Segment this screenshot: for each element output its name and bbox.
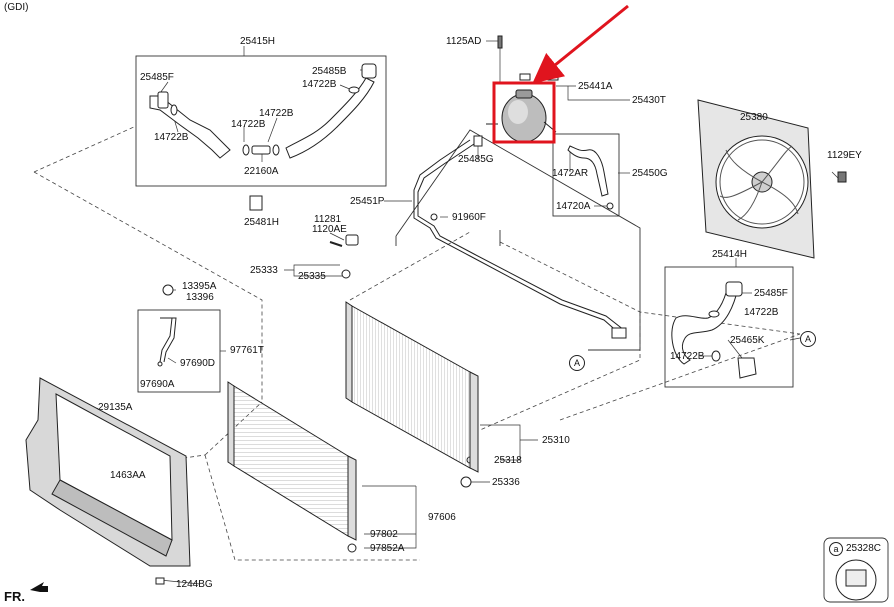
part-label-25415H: 25415H	[240, 36, 276, 47]
part-label-25451P: 25451P	[350, 196, 385, 207]
box-25450G	[552, 133, 620, 217]
front-direction-label: FR.	[4, 589, 25, 604]
part-label-11281: 11281	[314, 214, 342, 225]
part-label-25335: 25335	[298, 271, 326, 282]
part-label-13396: 13396	[186, 292, 214, 303]
ref-marker-a-center: A	[569, 355, 585, 371]
box-25414H	[664, 266, 794, 388]
part-label-97690A: 97690A	[140, 379, 175, 390]
label-icon-25328C	[835, 559, 877, 601]
part-label-25441A: 25441A	[578, 81, 613, 92]
box-25451P	[395, 129, 641, 351]
part-label-14722B: 14722B	[259, 108, 294, 119]
front-arrow-icon	[30, 582, 48, 592]
part-label-13395A: 13395A	[182, 281, 217, 292]
part-label-97761T: 97761T	[230, 345, 264, 356]
part-label-14720A: 14720A	[556, 201, 591, 212]
ref-marker-a-right: A	[800, 331, 816, 347]
part-label-29135A: 29135A	[98, 402, 133, 413]
fan-shroud-25380	[697, 99, 815, 259]
part-label-25481H: 25481H	[244, 217, 280, 228]
part-label-25485F: 25485F	[754, 288, 788, 299]
hose-25450G	[567, 145, 614, 210]
hose-group-25414H	[671, 281, 757, 379]
part-label-97606: 97606	[428, 512, 456, 523]
part-label-97690D: 97690D	[180, 358, 216, 369]
hose-25451P	[413, 139, 627, 339]
condenser-97606	[227, 381, 357, 541]
part-label-1120AE: 1120AE	[312, 224, 347, 235]
part-label-25465K: 25465K	[730, 335, 765, 346]
box-25328C	[823, 537, 889, 603]
hose-group-25415H	[149, 63, 377, 211]
part-label-25450G: 25450G	[632, 168, 668, 179]
part-label-1125AD: 1125AD	[446, 36, 482, 47]
part-label-25336: 25336	[492, 477, 520, 488]
part-label-25333: 25333	[250, 265, 278, 276]
detail-ref-symbol: a	[829, 542, 843, 556]
part-label-91960F: 91960F	[452, 212, 486, 223]
part-label-25485F: 25485F	[140, 72, 174, 83]
part-label-14722B: 14722B	[744, 307, 779, 318]
part-label-25485B: 25485B	[312, 66, 347, 77]
detail-ref-part: 25328C	[846, 543, 882, 554]
part-label-97802: 97802	[370, 529, 398, 540]
part-label-25430T: 25430T	[632, 95, 666, 106]
part-label-1129EY: 1129EY	[827, 150, 862, 161]
part-label-14722B: 14722B	[231, 119, 266, 130]
part-label-1463AA: 1463AA	[110, 470, 146, 481]
part-label-1244BG: 1244BG	[176, 579, 213, 590]
part-label-97852A: 97852A	[370, 543, 405, 554]
carrier-29135A	[25, 377, 191, 567]
part-label-25318: 25318	[494, 455, 522, 466]
part-label-25414H: 25414H	[712, 249, 748, 260]
part-label-25485G: 25485G	[458, 154, 494, 165]
part-label-14722B: 14722B	[670, 351, 705, 362]
box-25415H	[135, 55, 387, 187]
part-label-14722B: 14722B	[154, 132, 189, 143]
part-label-14722B: 14722B	[302, 79, 337, 90]
highlight-callout	[492, 4, 629, 144]
part-label-25380: 25380	[740, 112, 768, 123]
radiator-25310	[345, 301, 479, 473]
bracket-97761T	[157, 317, 177, 367]
part-label-22160A: 22160A	[244, 166, 279, 177]
part-label-1472AR: 1472AR	[552, 168, 589, 179]
engine-label: (GDI)	[4, 2, 29, 13]
part-label-25310: 25310	[542, 435, 570, 446]
